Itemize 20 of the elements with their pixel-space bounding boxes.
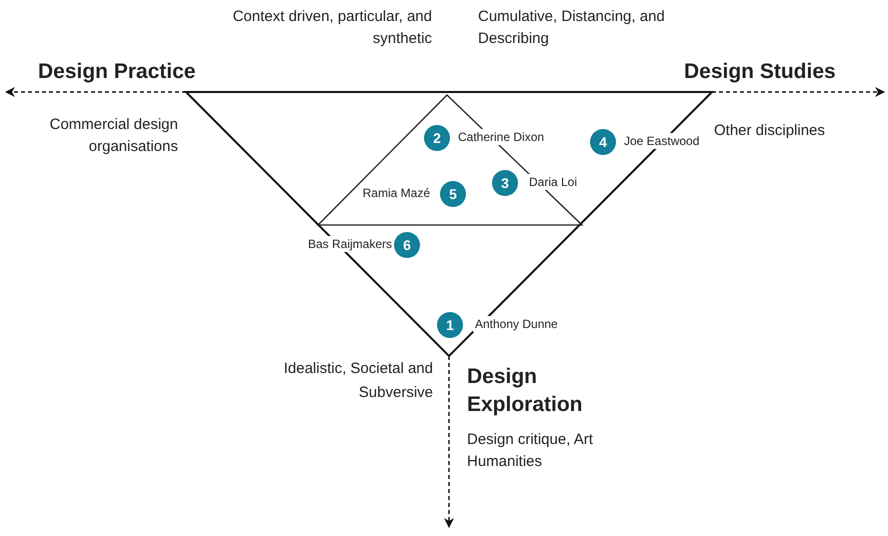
number-badge: 6 (394, 232, 420, 258)
number-badge: 1 (437, 312, 463, 338)
number-badge: 5 (440, 181, 466, 207)
axis-note: Commercial design organisations (48, 115, 178, 157)
person-name: Daria Loi (527, 174, 580, 190)
axis-description: Context driven, particular, and synthetic (232, 7, 432, 49)
person-name: Catherine Dixon (456, 129, 546, 145)
axis-title: Design Exploration (467, 364, 584, 418)
person-name: Anthony Dunne (473, 316, 560, 332)
axis-description: Idealistic, Societal and Subversive (282, 359, 433, 403)
axis-description: Cumulative, Distancing, and Describing (478, 7, 666, 49)
axis-title: Design Practice (38, 59, 196, 85)
number-badge: 4 (590, 129, 616, 155)
number-badge: 2 (424, 125, 450, 151)
axis-note: Other disciplines (714, 121, 826, 141)
person-name: Bas Raijmakers (306, 236, 394, 252)
number-badge: 3 (492, 170, 518, 196)
person-name: Joe Eastwood (622, 133, 702, 149)
axis-note: Design critique, Art Humanities (467, 430, 594, 472)
axis-title: Design Studies (684, 59, 836, 85)
